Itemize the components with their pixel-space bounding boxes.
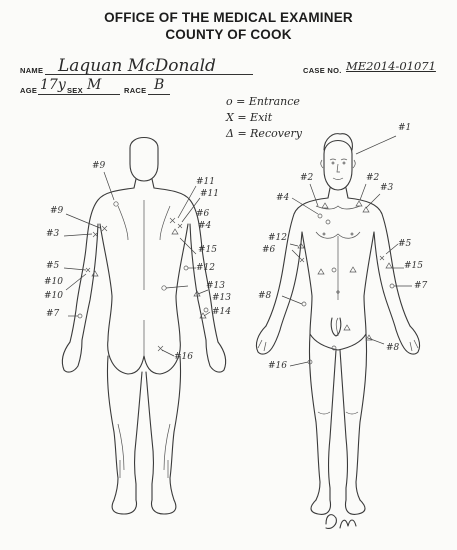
front-label-6: #6 xyxy=(262,246,275,255)
back-label-4: #4 xyxy=(198,222,211,231)
front-body-outline xyxy=(256,134,419,515)
back-label-10a: #10 xyxy=(44,278,63,287)
back-label-11a: #11 xyxy=(196,178,215,187)
front-label-2b: #2 xyxy=(366,174,379,183)
front-label-8a: #8 xyxy=(258,292,271,301)
front-wound-marks xyxy=(298,201,394,364)
front-leader-lines xyxy=(282,136,412,366)
back-label-6: #6 xyxy=(196,210,209,219)
front-label-2a: #2 xyxy=(300,174,313,183)
back-label-14: #14 xyxy=(212,308,231,317)
back-label-3: #3 xyxy=(46,230,59,239)
front-label-8b: #8 xyxy=(386,344,399,353)
front-label-7: #7 xyxy=(414,282,427,291)
front-label-4: #4 xyxy=(276,194,289,203)
front-label-12: #12 xyxy=(268,234,287,243)
back-label-9b: #9 xyxy=(50,207,63,216)
back-label-9: #9 xyxy=(92,162,105,171)
front-label-3: #3 xyxy=(380,184,393,193)
back-label-5: #5 xyxy=(46,262,59,271)
front-label-1: #1 xyxy=(398,124,411,133)
back-label-12: #12 xyxy=(196,264,215,273)
back-label-11b: #11 xyxy=(200,190,219,199)
front-label-16: #16 xyxy=(268,362,287,371)
front-label-15: #15 xyxy=(404,262,423,271)
back-label-10b: #10 xyxy=(44,292,63,301)
back-label-15: #15 xyxy=(198,246,217,255)
signature-mark xyxy=(326,515,356,529)
back-label-16: #16 xyxy=(174,353,193,362)
front-label-5: #5 xyxy=(398,240,411,249)
back-label-13b: #13 xyxy=(212,294,231,303)
back-leader-lines xyxy=(64,172,210,356)
back-label-7: #7 xyxy=(46,310,59,319)
back-label-13a: #13 xyxy=(206,282,225,291)
